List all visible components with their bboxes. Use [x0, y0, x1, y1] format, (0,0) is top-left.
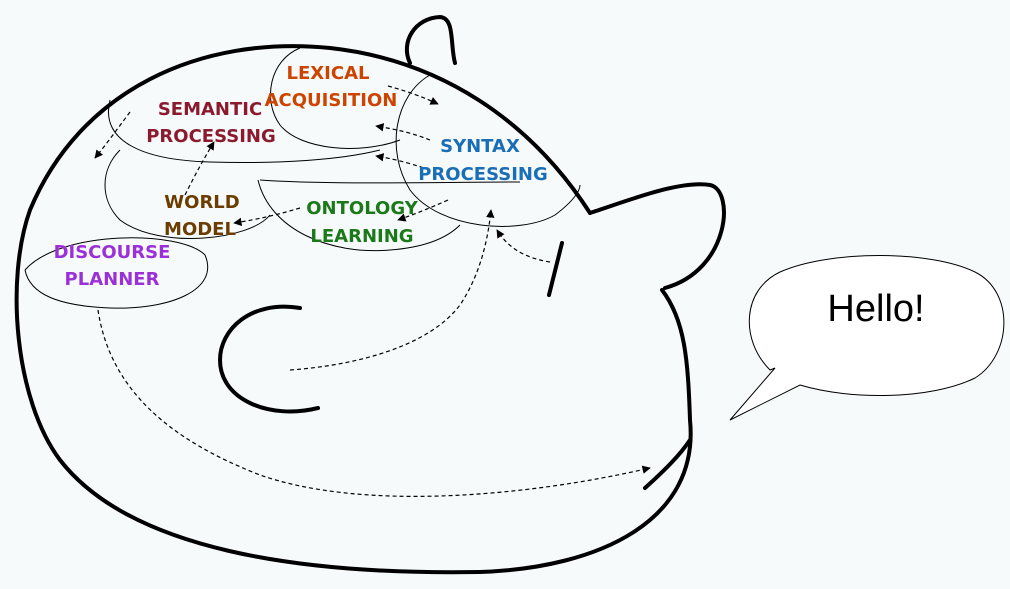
- module-semantic-processing: SEMANTIC PROCESSING: [146, 99, 276, 147]
- region-lexical: [269, 47, 401, 149]
- world-line1: WORLD: [164, 192, 239, 213]
- region-ontology: [257, 179, 461, 252]
- lexical-line2: ACQUISITION: [265, 90, 398, 111]
- module-world-model: WORLD MODEL: [164, 192, 240, 240]
- flow-arrows: [94, 85, 651, 497]
- ontology-line2: LEARNING: [310, 226, 413, 247]
- syntax-line1: SYNTAX: [440, 136, 520, 157]
- speech-bubble: Hello!: [729, 255, 1005, 421]
- semantic-line1: SEMANTIC: [158, 99, 262, 120]
- discourse-line2: PLANNER: [65, 269, 160, 290]
- region-brain-divider: [259, 179, 521, 184]
- world-line2: MODEL: [164, 219, 236, 240]
- eye: [547, 241, 564, 297]
- semantic-line2: PROCESSING: [146, 126, 276, 147]
- ontology-line1: ONTOLOGY: [306, 198, 418, 219]
- brain-regions: [24, 47, 581, 309]
- region-world-model: [104, 149, 271, 239]
- discourse-line1: DISCOURSE: [54, 242, 171, 263]
- region-syntax: [395, 74, 581, 227]
- mouth: [643, 438, 692, 490]
- syntax-line2: PROCESSING: [418, 164, 548, 185]
- module-syntax-processing: SYNTAX PROCESSING: [418, 136, 548, 185]
- region-semantic: [108, 99, 381, 163]
- module-ontology-learning: ONTOLOGY LEARNING: [306, 198, 418, 247]
- module-lexical-acquisition: LEXICAL ACQUISITION: [265, 63, 398, 111]
- module-discourse-planner: DISCOURSE PLANNER: [54, 242, 171, 290]
- lexical-line1: LEXICAL: [287, 63, 370, 84]
- head-outline: [14, 15, 726, 575]
- speech-text: Hello!: [827, 288, 924, 330]
- region-discourse: [24, 237, 209, 309]
- ear: [218, 304, 320, 414]
